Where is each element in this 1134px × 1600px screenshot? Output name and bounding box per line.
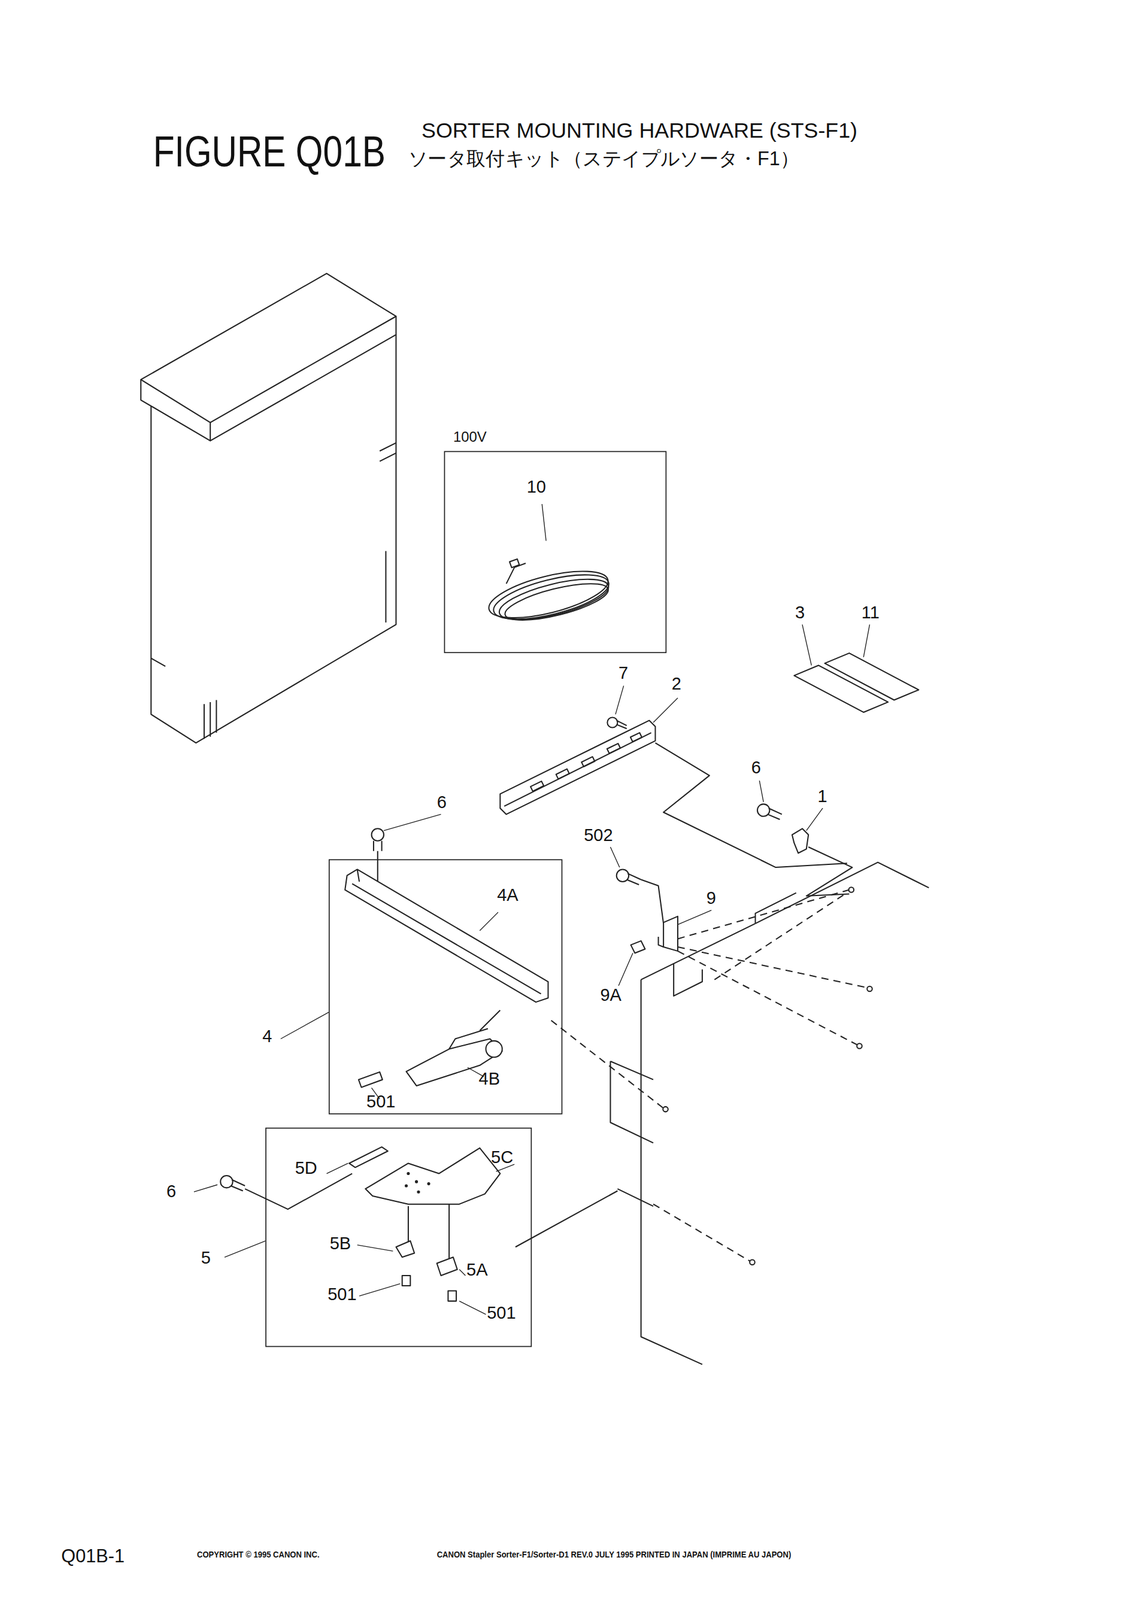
callout-number: 502: [583, 826, 613, 847]
callout-number: 5: [201, 1249, 211, 1269]
callout-number: 501: [366, 1093, 396, 1113]
callout-number: 10: [526, 478, 547, 499]
callout-number: 5D: [295, 1159, 318, 1179]
callout-number: 100V: [453, 429, 487, 446]
parts-group-box: 5D 5C 5B 5A 501 501: [265, 1128, 532, 1348]
figure-title: FIGURE Q01B: [153, 128, 386, 177]
subtitle: ソータ取付キット（ステイプルソータ・F1）: [408, 149, 800, 171]
callout-number: 501: [486, 1304, 516, 1324]
callout-number: 6: [166, 1183, 177, 1203]
callout-number: 1: [817, 787, 828, 808]
callout-number: 5C: [490, 1149, 514, 1169]
callout-number: 9: [706, 890, 717, 910]
callout-number: 6: [751, 759, 761, 779]
callout-number: 5B: [329, 1235, 351, 1255]
subtitle: SORTER MOUNTING HARDWARE (STS-F1): [421, 118, 858, 142]
callout-number: 501: [327, 1286, 357, 1306]
callout-number: 2: [671, 675, 682, 696]
callout-number: 9A: [599, 987, 621, 1007]
footer-text: CANON Stapler Sorter-F1/Sorter-D1 REV.0 …: [437, 1550, 792, 1561]
callout-number: 3: [795, 604, 805, 624]
footer-text: COPYRIGHT © 1995 CANON INC.: [196, 1550, 320, 1561]
parts-group-box: 100V10: [444, 451, 667, 654]
callout-number: 6: [437, 793, 447, 814]
callout-number: 4B: [478, 1070, 500, 1090]
callout-number: 7: [618, 664, 629, 684]
callout-number: 11: [861, 604, 880, 624]
parts-group-box: 4A 4B 501: [328, 859, 563, 1115]
page-number: Q01B-1: [61, 1547, 125, 1568]
callout-number: 5A: [466, 1261, 488, 1281]
callout-number: 4A: [496, 886, 518, 906]
callout-number: 4: [262, 1028, 272, 1048]
